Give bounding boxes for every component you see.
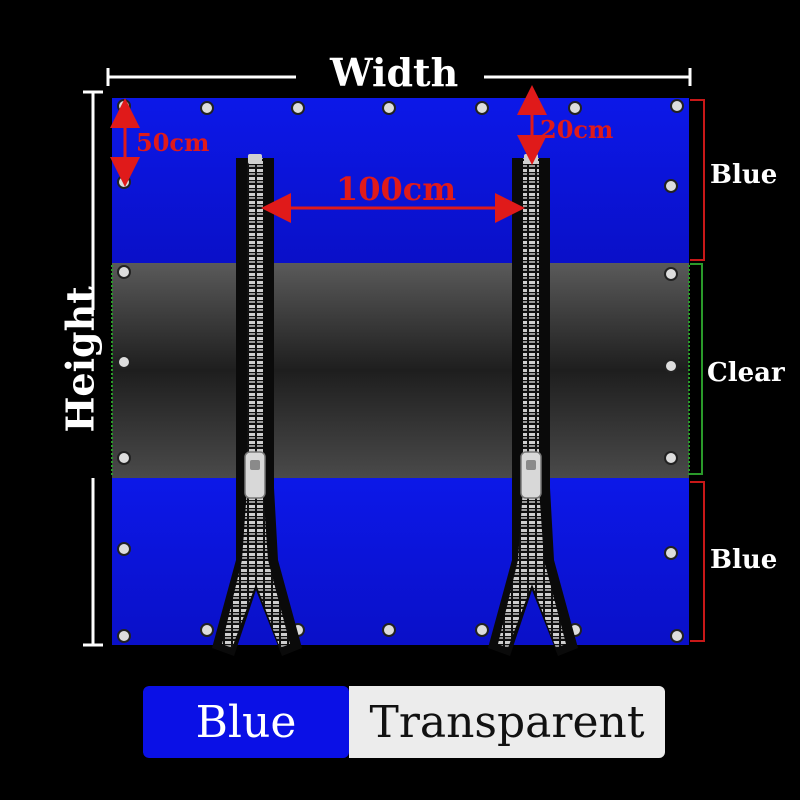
grommet (664, 179, 678, 193)
legend-blue-swatch: Blue (143, 686, 349, 758)
grommet (291, 101, 305, 115)
zipper-offset-label: 20cm (540, 115, 614, 144)
grommet (664, 546, 678, 560)
height-label: Height (57, 286, 103, 433)
zipper-gap-label: 100cm (336, 170, 457, 208)
grommet (568, 101, 582, 115)
grommet (117, 542, 131, 556)
grommet (670, 629, 684, 643)
grommet (117, 355, 131, 369)
grommet (200, 623, 214, 637)
zipper-slider-right (520, 451, 542, 499)
middle-panel-label: Clear (707, 358, 785, 388)
legend-transparent-swatch: Transparent (349, 686, 665, 758)
zipper-slider-left (244, 451, 266, 499)
grommet (117, 175, 131, 189)
grommet (117, 451, 131, 465)
grommet (664, 451, 678, 465)
grommet (664, 359, 678, 373)
grommet (382, 623, 396, 637)
grommet (382, 101, 396, 115)
grommet (117, 265, 131, 279)
grommet (475, 623, 489, 637)
clear-panel (112, 263, 689, 478)
grommet (475, 101, 489, 115)
height-dimension (83, 90, 103, 647)
width-label: Width (330, 50, 459, 95)
panel-brackets (690, 99, 705, 642)
color-legend: Blue Transparent (143, 686, 665, 758)
grommet (200, 101, 214, 115)
grommet (117, 99, 131, 113)
grommet (664, 267, 678, 281)
top-blue-panel (112, 98, 689, 263)
clear-bracket (690, 263, 703, 475)
grommet (117, 629, 131, 643)
bottom-blue-panel (112, 478, 689, 645)
grommet (670, 99, 684, 113)
width-dimension (106, 68, 692, 86)
top-panel-label: Blue (710, 160, 778, 190)
grommet-spacing-label: 50cm (136, 128, 210, 157)
bottom-panel-label: Blue (710, 545, 778, 575)
